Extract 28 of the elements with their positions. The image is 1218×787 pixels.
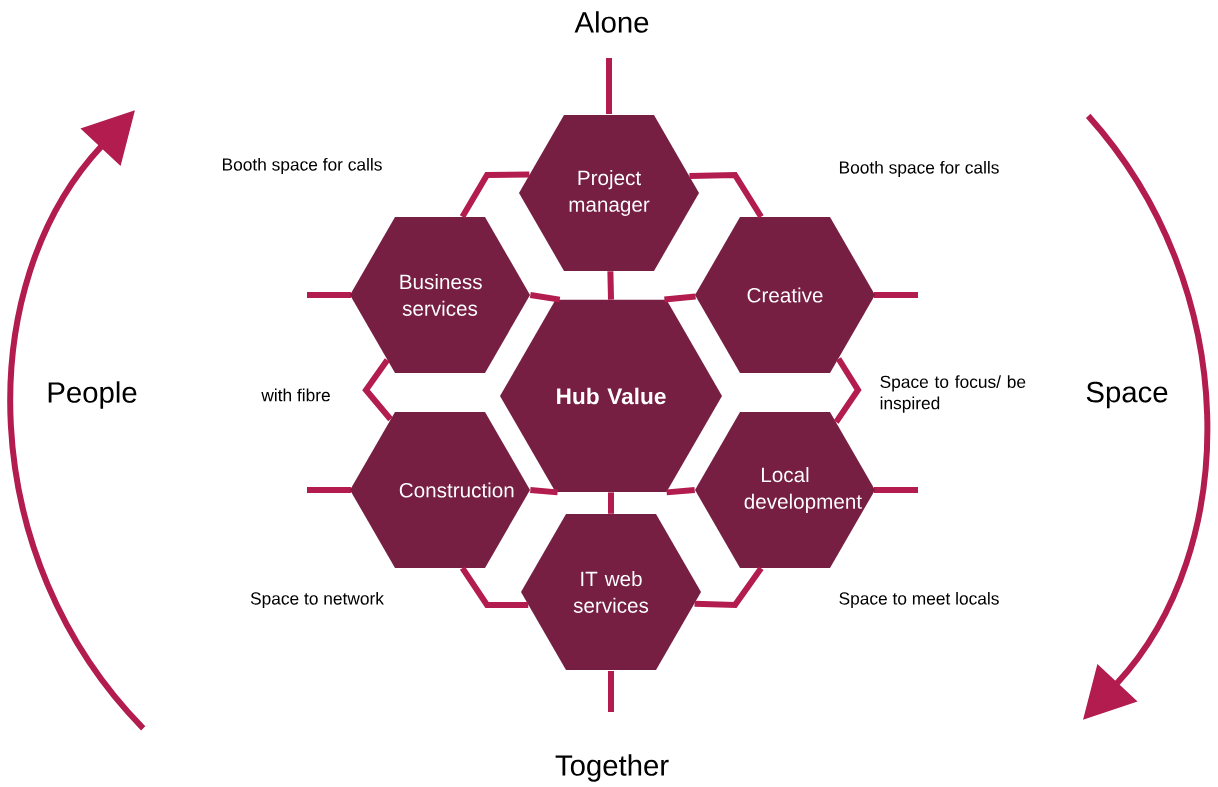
- connector-line: [664, 293, 696, 303]
- connector-line: [529, 292, 561, 303]
- annotation-text: Space to network: [250, 591, 384, 609]
- annotation-text: Booth space for calls: [840, 160, 999, 178]
- connector-line: [459, 171, 530, 219]
- hexagon: Construction: [350, 412, 530, 568]
- connector-line: [530, 487, 558, 496]
- axis-label: Space: [1086, 381, 1168, 409]
- hexagon: IT web services: [521, 514, 701, 670]
- connector-line: [608, 492, 614, 514]
- connector-line: [689, 171, 764, 219]
- connector-line: [694, 566, 764, 609]
- axis-label: Together: [555, 754, 669, 782]
- annotation-text: Space to focus/ be inspired: [880, 375, 1026, 413]
- axis-label: Alone: [574, 11, 649, 33]
- connector-line: [833, 357, 862, 424]
- annotation-text: Space to meet locals: [839, 591, 999, 609]
- connector-line: [362, 358, 393, 422]
- connector-line: [459, 566, 529, 609]
- connector-line: [607, 271, 614, 300]
- connector-line: [666, 487, 695, 496]
- hexagon: Project manager: [519, 115, 699, 271]
- hexagon: Business services: [350, 217, 530, 373]
- hexagon: Creative: [695, 217, 875, 373]
- annotation-text: Booth space for calls: [223, 157, 382, 175]
- hexagon: Local development: [695, 412, 875, 568]
- annotation-text: with fibre: [261, 388, 330, 402]
- axis-label: People: [48, 381, 137, 409]
